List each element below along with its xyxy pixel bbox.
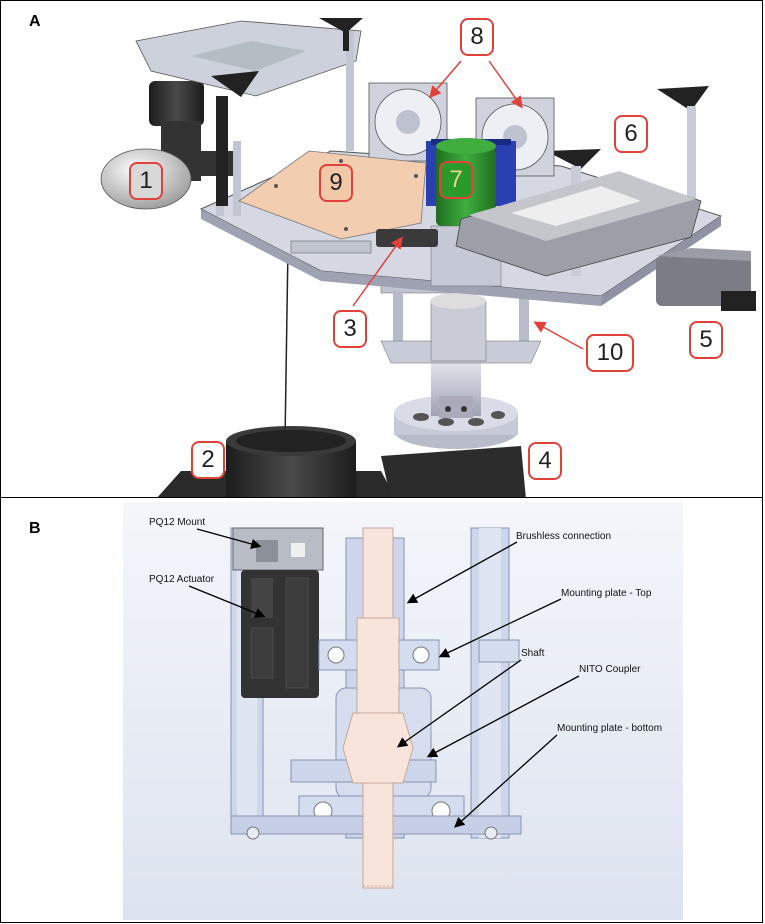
battery-box [455, 171, 702, 277]
arrow-pq12-mount [196, 528, 262, 549]
label-plate-bottom: Mounting plate - bottom [557, 723, 663, 734]
label-pq12-mount: PQ12 Mount [149, 517, 206, 528]
component-5 [656, 248, 756, 311]
base-cylinder [156, 426, 396, 499]
callout-1: 1 [129, 162, 163, 200]
lower-shaft [431, 361, 481, 418]
cad-drawing-b [123, 502, 683, 920]
label-nito: NITO Coupler [579, 664, 641, 675]
rail [290, 240, 372, 254]
wheel-base [381, 395, 526, 499]
callout-10: 10 [586, 334, 634, 372]
arrow-8-right [488, 60, 523, 109]
label-shaft: Shaft [521, 648, 545, 659]
cad-render-a [100, 18, 756, 499]
label-plate-top: Mounting plate - Top [561, 588, 652, 599]
label-pq12-actuator: PQ12 Actuator [149, 574, 215, 585]
arrow-plate-bottom [454, 734, 558, 828]
panel-letter-a: A [29, 13, 41, 30]
arrow-pq12-actuator [188, 585, 266, 618]
arrow-3 [352, 236, 403, 307]
callout-7: 7 [439, 161, 473, 199]
callout-4: 4 [528, 442, 562, 480]
wire [284, 245, 289, 442]
shaft [342, 527, 414, 889]
label-brushless: Brushless connection [516, 531, 612, 542]
callout-5: 5 [689, 321, 723, 359]
panel-letter-b: B [29, 520, 41, 537]
callout-3: 3 [333, 310, 367, 348]
pq12-mount [232, 527, 324, 571]
arrow-plate-top [438, 598, 562, 658]
callout-2: 2 [191, 441, 225, 479]
panel-a: A 1 2 3 4 5 6 7 8 9 10 [0, 0, 763, 499]
arrow-shaft [396, 659, 522, 748]
arrow-brushless [406, 541, 518, 604]
callout-9: 9 [319, 164, 353, 202]
arrow-10 [533, 321, 584, 350]
panel-b: B PQ12 Mount PQ12 Actuator Brushless con… [0, 497, 763, 923]
pq12-actuator [241, 570, 319, 698]
arrow-8-left [429, 60, 462, 99]
arrow-nito [426, 675, 580, 758]
top-plate [135, 20, 362, 206]
pq12-part [376, 229, 438, 247]
callout-8: 8 [460, 18, 494, 56]
callout-6: 6 [614, 115, 648, 153]
